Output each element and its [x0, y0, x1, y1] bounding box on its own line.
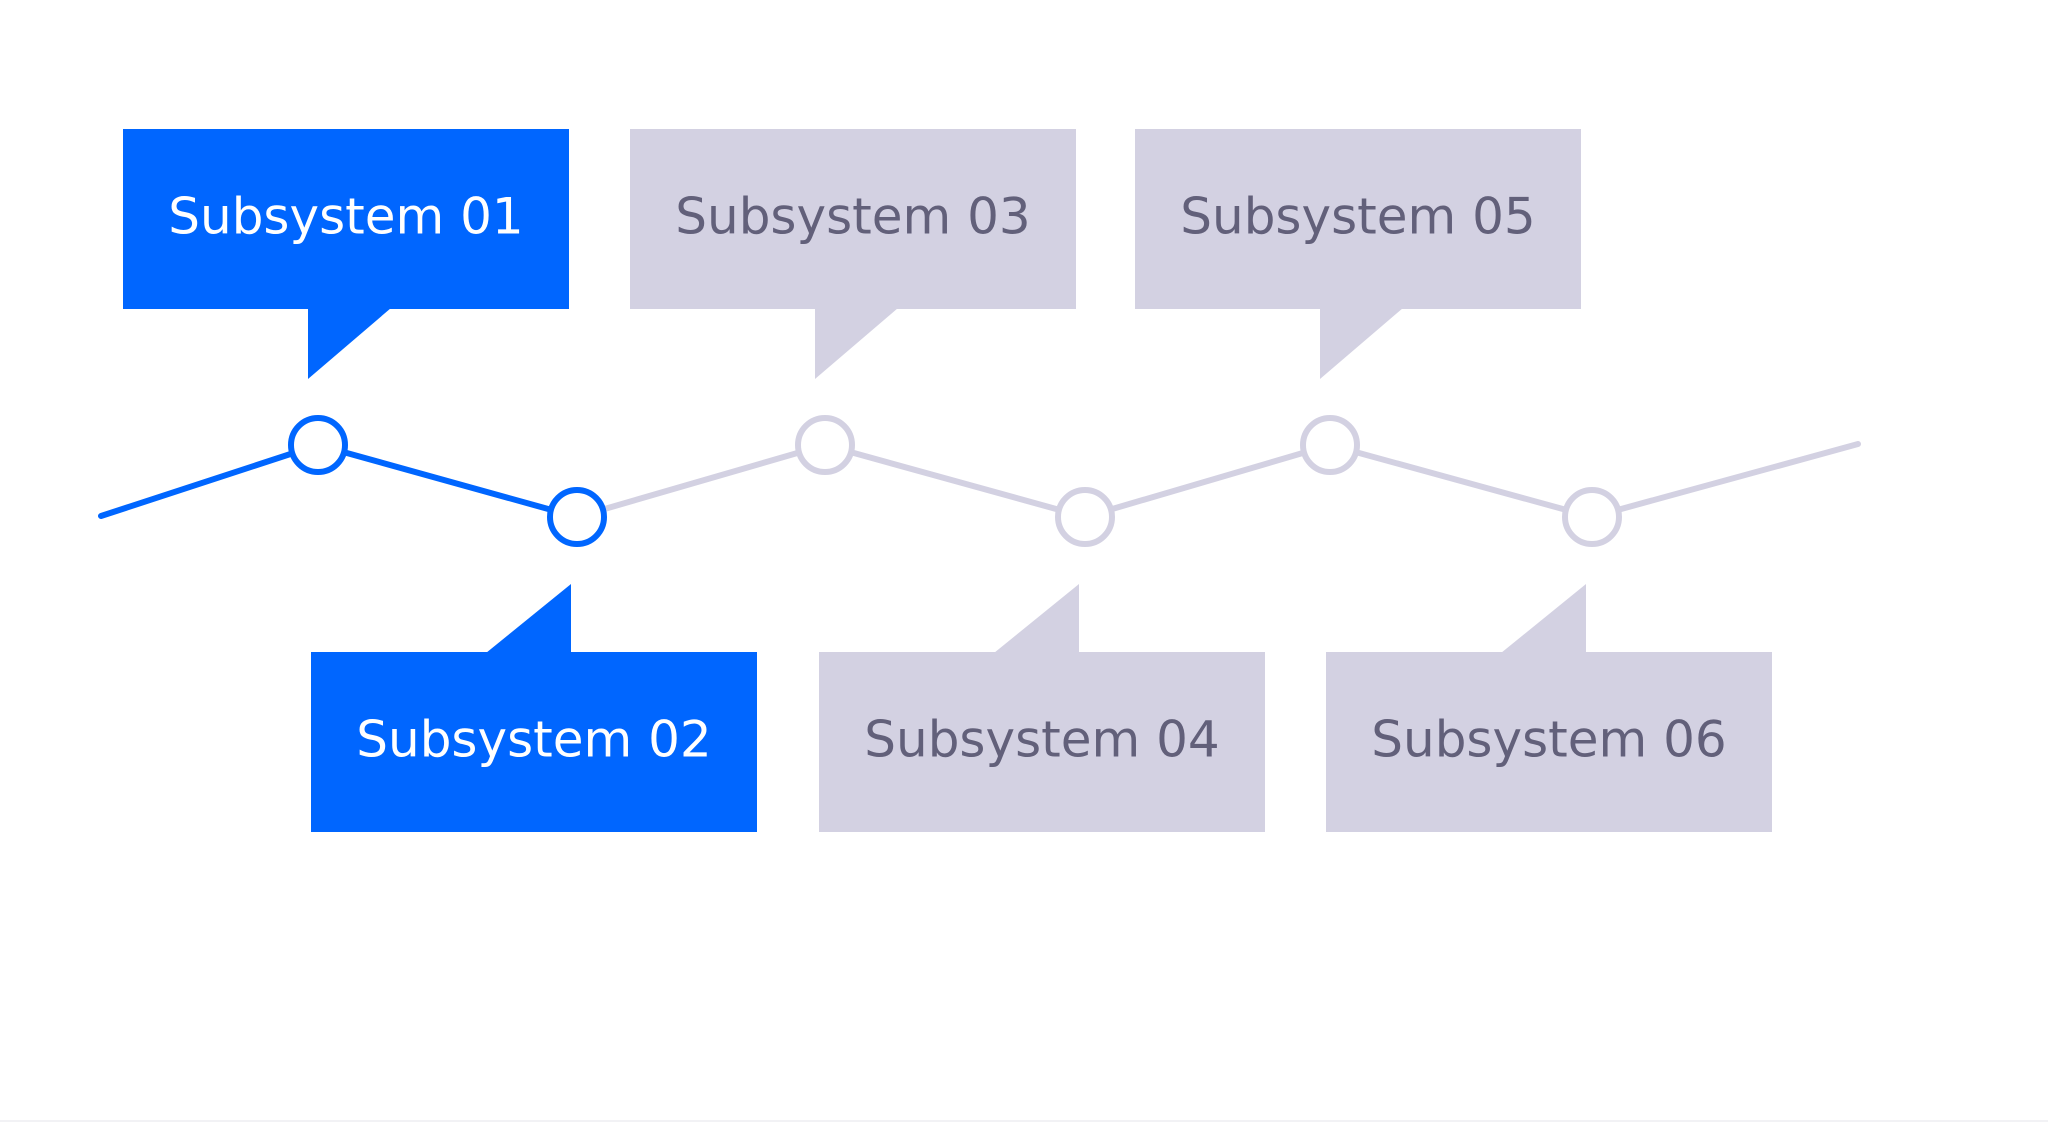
connector-segment-6 — [1327, 442, 1595, 520]
callout-tail-06 — [1501, 584, 1586, 653]
connector-segment-2 — [315, 442, 580, 520]
callout-box-02[interactable] — [311, 652, 757, 832]
callout-label-05: Subsystem 05 — [1180, 188, 1535, 246]
timeline-node-04[interactable] — [1055, 487, 1115, 547]
timeline-node-06[interactable] — [1562, 487, 1622, 547]
callout-label-06: Subsystem 06 — [1371, 711, 1726, 769]
callout-label-02: Subsystem 02 — [356, 711, 711, 769]
connector-segment-7 — [1589, 441, 1861, 520]
timeline-node-02[interactable] — [547, 487, 607, 547]
callout-box-06[interactable] — [1326, 652, 1772, 832]
callout-box-05[interactable] — [1135, 129, 1581, 309]
timeline-node-01[interactable] — [288, 415, 348, 475]
callout-tail-04 — [994, 584, 1079, 653]
timeline-node-05[interactable] — [1300, 415, 1360, 475]
connector-segment-3 — [574, 442, 828, 520]
bottom-divider — [0, 1120, 2048, 1122]
callout-box-01[interactable] — [123, 129, 569, 309]
callout-tail-03 — [815, 308, 898, 379]
callout-tail-02 — [486, 584, 571, 653]
callout-tail-05 — [1320, 308, 1403, 379]
timeline-node-03[interactable] — [795, 415, 855, 475]
connector-segment-4 — [822, 442, 1088, 520]
callout-box-03[interactable] — [630, 129, 1076, 309]
callout-box-04[interactable] — [819, 652, 1265, 832]
connector-segment-5 — [1082, 442, 1333, 520]
callout-label-03: Subsystem 03 — [675, 188, 1030, 246]
connector-segment-1 — [98, 442, 321, 519]
callout-tail-01 — [308, 308, 391, 379]
callout-label-01: Subsystem 01 — [168, 188, 523, 246]
callout-label-04: Subsystem 04 — [864, 711, 1219, 769]
